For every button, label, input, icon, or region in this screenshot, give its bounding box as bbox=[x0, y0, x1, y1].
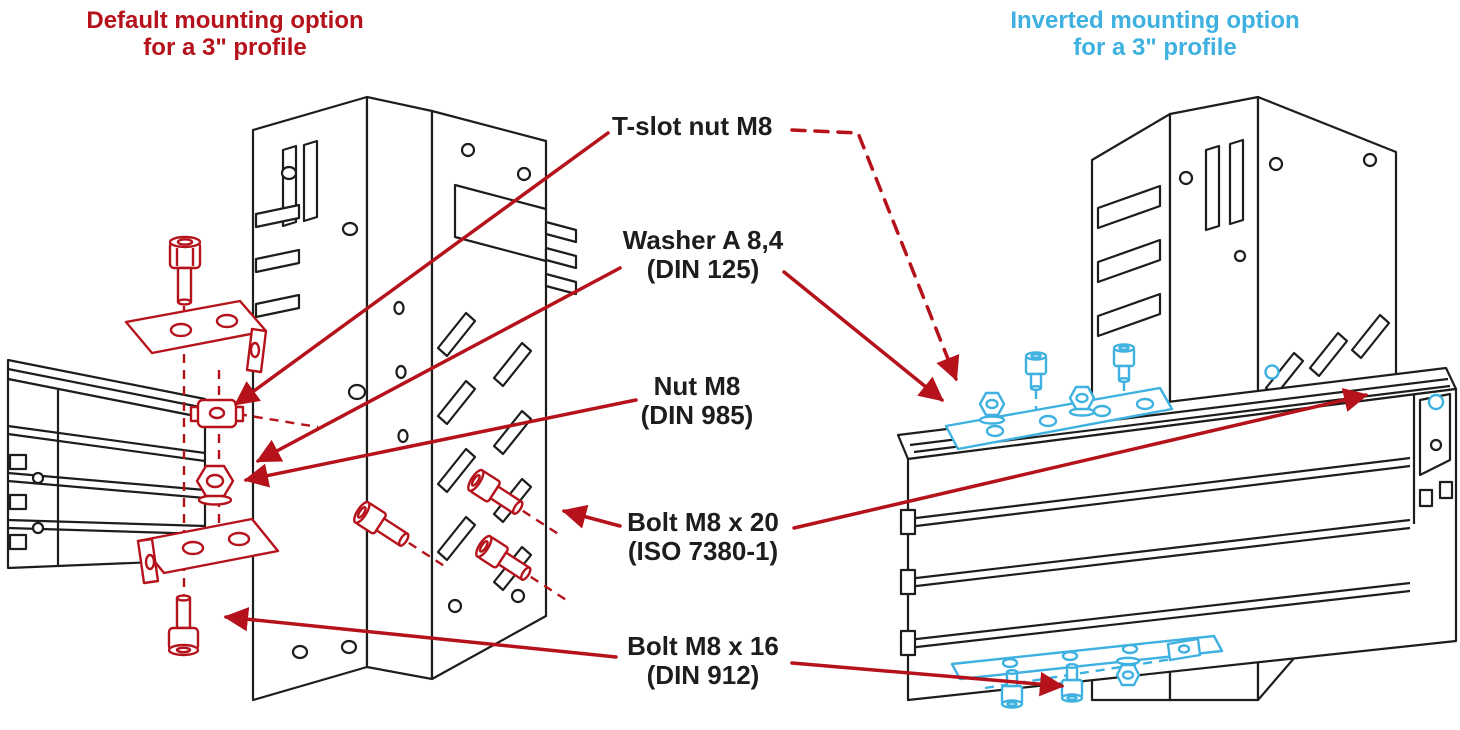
leader-arrows bbox=[223, 128, 1369, 697]
part-label-washer: Washer A 8,4 (DIN 125) bbox=[622, 225, 784, 284]
leader-washer-left bbox=[255, 266, 622, 463]
left-column-profile bbox=[251, 95, 578, 702]
left-hardware-red bbox=[124, 235, 578, 657]
top-hex-nut-2 bbox=[1068, 385, 1096, 417]
leader-bolt-m8x16-right bbox=[790, 661, 1065, 697]
top-bracket bbox=[944, 386, 1174, 451]
leader-bolt-m8x20-right bbox=[792, 388, 1369, 530]
leader-tslot-nut-left bbox=[234, 131, 610, 406]
right-hardware-cyan bbox=[944, 343, 1445, 709]
right-title-line1: Inverted mounting option bbox=[1010, 7, 1300, 34]
socket-bolt-top bbox=[168, 235, 202, 306]
part-label-tslot-nut: T-slot nut M8 bbox=[612, 111, 773, 141]
right-beam-profile bbox=[896, 366, 1458, 702]
bottom-bracket bbox=[950, 634, 1224, 681]
bottom-hex-nut bbox=[1115, 656, 1141, 687]
leader-washer-right bbox=[782, 270, 944, 402]
part-label-bolt-m8x16: Bolt M8 x 16 (DIN 912) bbox=[627, 631, 779, 690]
leader-bolt-m8x20-left bbox=[561, 504, 622, 529]
part-label-nut: Nut M8 (DIN 985) bbox=[640, 371, 754, 430]
right-title-line2: for a 3" profile bbox=[1073, 33, 1237, 61]
top-hex-nut-1 bbox=[978, 391, 1006, 425]
lower-bracket bbox=[136, 517, 280, 585]
left-title-line2: for a 3" profile bbox=[143, 33, 307, 61]
t-slot-nut bbox=[189, 398, 245, 429]
column-t-slot-nut-end bbox=[1264, 364, 1280, 380]
left-title-line1: Default mounting option bbox=[86, 7, 364, 34]
upper-bracket bbox=[124, 299, 268, 374]
leader-nut-left bbox=[243, 398, 638, 488]
right-title: Inverted mounting option for a 3" profil… bbox=[975, 7, 1335, 62]
bottom-t-slot-nut bbox=[1166, 637, 1202, 662]
left-title: Default mounting option for a 3" profile bbox=[45, 7, 405, 62]
hex-nut-washer bbox=[195, 464, 235, 506]
leader-tslot-nut-right bbox=[790, 128, 960, 382]
leader-bolt-m8x16-left bbox=[223, 607, 618, 659]
socket-bolt-bottom bbox=[167, 594, 200, 657]
beam-end-bolt bbox=[1427, 393, 1445, 411]
part-label-bolt-m8x20: Bolt M8 x 20 (ISO 7380-1) bbox=[627, 507, 779, 566]
left-beam-profile bbox=[6, 358, 207, 570]
